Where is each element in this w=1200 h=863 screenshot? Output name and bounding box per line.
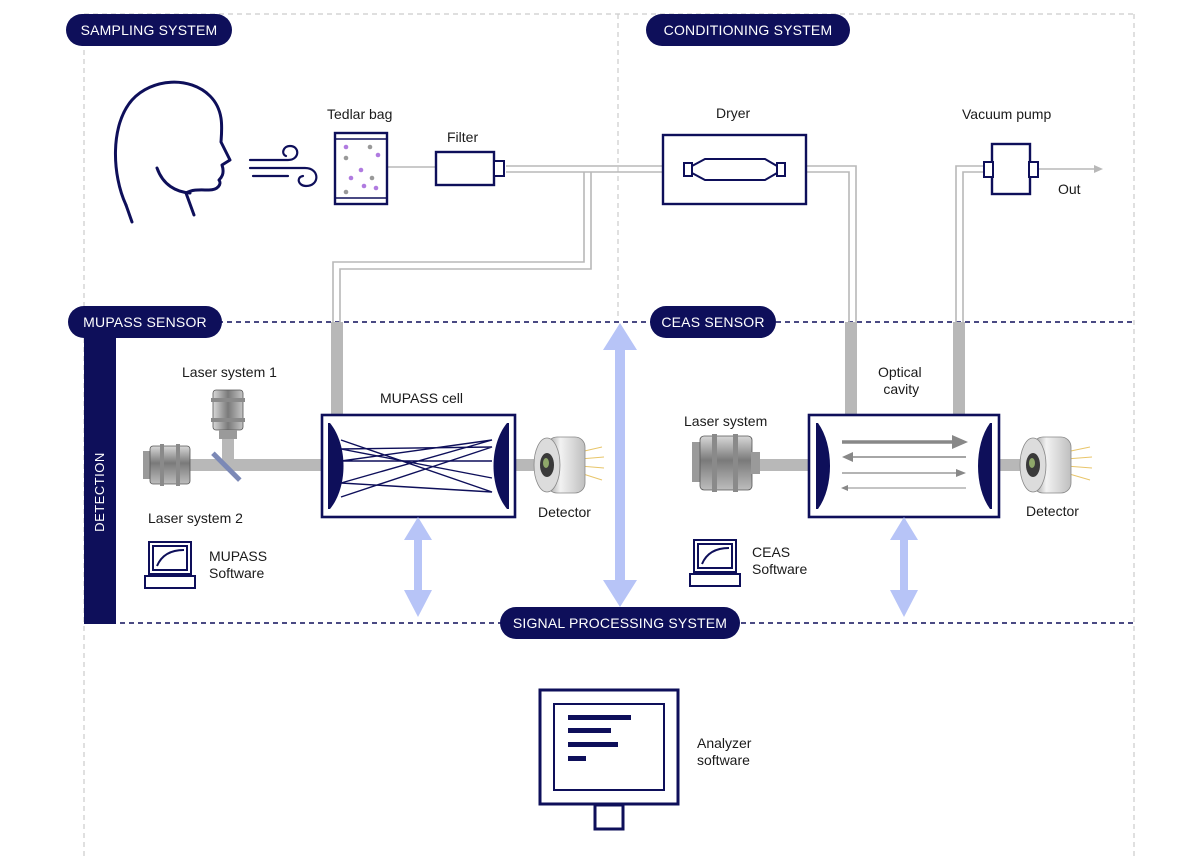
filter-label: Filter <box>447 129 479 145</box>
ceas-software-line1: CEAS <box>752 544 791 560</box>
ceas-laser-system-label: Laser system <box>684 413 768 429</box>
ceas-beam <box>758 459 1023 471</box>
optical-cavity-label: Optical cavity <box>878 364 922 398</box>
laser-system-1-label: Laser system 1 <box>182 364 277 380</box>
laser-icon <box>211 389 245 439</box>
tedlar-bag-label: Tedlar bag <box>327 106 393 122</box>
mirror-icon <box>211 451 242 482</box>
sampling-system-label: SAMPLING SYSTEM <box>66 14 232 46</box>
signal-arrows <box>404 323 918 617</box>
laser-system-2-label: Laser system 2 <box>148 510 243 526</box>
monitor-icon <box>538 688 680 831</box>
ceas-software-line2: Software <box>752 561 808 577</box>
analyzer-software-label: Analyzer software <box>697 735 751 769</box>
vacuum-pump-label: Vacuum pump <box>962 106 1052 122</box>
laser-icon <box>692 434 760 492</box>
analyzer-line2: software <box>697 752 750 768</box>
section-boundaries <box>83 13 1135 858</box>
dryer-label: Dryer <box>716 105 751 121</box>
analyzer-line1: Analyzer <box>697 735 752 751</box>
ceas-software-label: CEAS Software <box>752 544 807 578</box>
detection-label: DETECTION <box>92 452 107 532</box>
mupass-software-line2: Software <box>209 565 265 581</box>
conditioning-system-label: CONDITIONING SYSTEM <box>646 14 850 46</box>
detector-icon <box>1019 436 1093 494</box>
signal-processing-label: SIGNAL PROCESSING SYSTEM <box>500 607 740 639</box>
mupass-cell-label: MUPASS cell <box>380 390 463 406</box>
filter-icon <box>434 150 505 187</box>
optical-cavity-icon <box>807 413 1001 519</box>
mupass-software-line1: MUPASS <box>209 548 268 564</box>
optical-cavity-line2: cavity <box>883 381 920 397</box>
out-label: Out <box>1058 181 1081 197</box>
laptop-icon <box>689 539 741 587</box>
detector-icon <box>533 436 605 494</box>
laser-icon <box>143 444 191 486</box>
tedlar-bag-icon <box>333 131 389 206</box>
mupass-cell-icon <box>320 413 517 519</box>
mupass-detector-label: Detector <box>538 504 591 520</box>
vacuum-pump-icon <box>983 142 1039 196</box>
optical-cavity-line1: Optical <box>878 364 922 380</box>
cell-inlets <box>331 322 965 416</box>
laptop-icon <box>144 541 196 589</box>
mupass-software-label: MUPASS Software <box>209 548 267 582</box>
ceas-sensor-label: CEAS SENSOR <box>650 306 776 338</box>
detection-bar <box>84 320 116 624</box>
ceas-detector-label: Detector <box>1026 503 1079 519</box>
dryer-icon <box>661 133 808 206</box>
mupass-sensor-label: MUPASS SENSOR <box>68 306 222 338</box>
breath-icon <box>248 144 318 188</box>
head-profile-icon <box>113 80 232 224</box>
gas-pipes <box>332 163 1103 322</box>
